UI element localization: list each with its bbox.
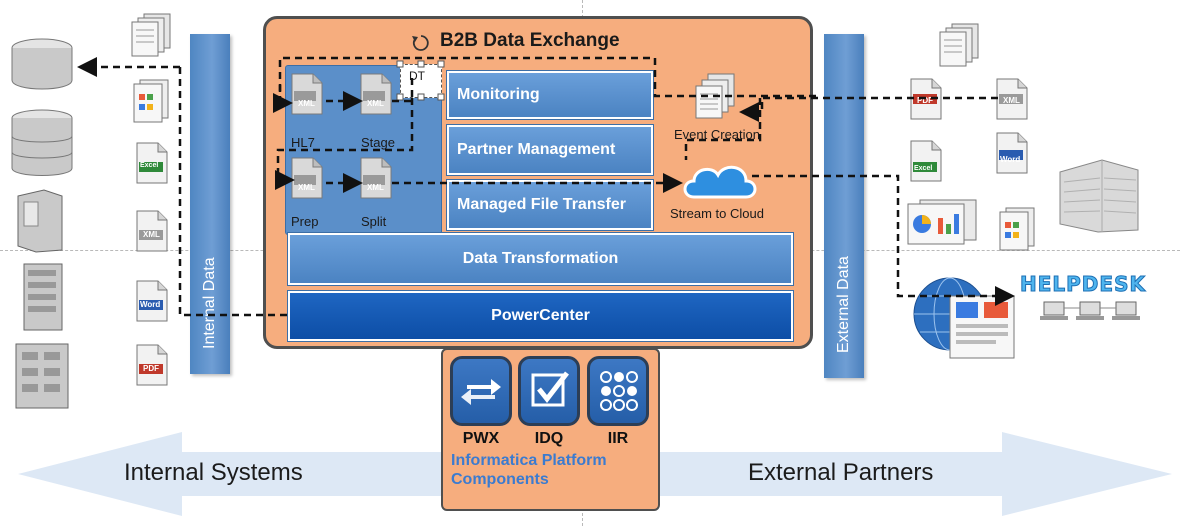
b2b-title: B2B Data Exchange [440,30,620,51]
partner-management-box[interactable]: Partner Management [446,124,654,176]
iir-tile[interactable] [587,356,649,426]
documents-stack-icon [131,13,171,57]
pwx-label: PWX [462,430,500,447]
xml-badge: XML [1003,96,1020,105]
xml-badge: XML [298,99,315,108]
excel-badge: Excel [140,162,159,169]
stream-to-cloud-label: Stream to Cloud [670,206,764,221]
powercenter-label: PowerCenter [491,307,590,324]
platform-caption: Informatica Platform Components [451,451,607,489]
split-label: Split [361,214,387,229]
documents-stack-icon [939,23,979,67]
pdf-file-icon [136,344,168,386]
word-file-icon [136,280,168,322]
excel-badge: Excel [914,165,933,172]
network-computers-icon [1040,301,1140,320]
data-transformation-box[interactable]: Data Transformation [287,232,794,286]
database-stack-icon [11,109,73,176]
mainframe-icon [15,343,69,409]
iir-label: IIR [607,430,629,447]
database-icon [11,38,73,90]
idq-label: IDQ [534,430,564,447]
idq-tile[interactable] [518,356,580,426]
monitoring-box[interactable]: Monitoring [446,70,654,120]
internal-data-bar: Internal Data [190,34,230,374]
xml-file-icon [136,210,168,252]
event-creation-label: Event Creation [674,127,760,142]
monitoring-label: Monitoring [457,86,540,103]
word-badge: Word [140,300,161,309]
xml-badge: XML [298,183,315,192]
xml-file-icon [360,73,392,115]
xml-file-icon [996,78,1028,120]
pwx-tile[interactable] [450,356,512,426]
spreadsheet-file-icon [999,207,1035,251]
external-partners-label: External Partners [748,459,934,486]
checkbox-icon [531,371,569,407]
spreadsheet-file-icon [133,79,169,123]
managed-file-transfer-label: Managed File Transfer [457,196,626,213]
excel-file-icon [910,140,942,182]
server-tower-icon [17,189,63,253]
server-rack-icon [23,263,63,331]
excel-file-icon [136,142,168,184]
word-file-icon [996,132,1028,174]
hl7-label: HL7 [291,135,315,150]
platform-caption-line2: Components [451,471,549,488]
office-building-icon [1059,159,1139,233]
external-data-bar: External Data [824,34,864,378]
xml-badge: XML [367,99,384,108]
managed-file-transfer-box[interactable]: Managed File Transfer [446,179,654,231]
stage-label: Stage [361,135,395,150]
platform-caption-line1: Informatica Platform [451,452,607,469]
report-screens-icon [907,199,977,245]
pdf-badge: PDF [143,364,159,373]
exchange-arrows-icon [461,379,501,405]
cloud-icon [683,165,757,199]
selection-handles [396,60,445,101]
xml-badge: XML [367,183,384,192]
partner-management-label: Partner Management [457,141,616,158]
powercenter-box[interactable]: PowerCenter [287,290,794,342]
internal-systems-label: Internal Systems [124,459,303,486]
pdf-badge: PDF [917,96,933,105]
data-transformation-label: Data Transformation [462,250,619,267]
documents-stack-icon [695,73,735,119]
refresh-icon [412,35,429,51]
word-badge: Word [1000,155,1021,164]
xml-badge: XML [143,230,160,239]
xml-file-icon [291,157,323,199]
circle-grid-icon [600,371,638,411]
helpdesk-logo: HELPDESK [1020,272,1146,297]
prep-label: Prep [291,214,319,229]
xml-file-icon [291,73,323,115]
